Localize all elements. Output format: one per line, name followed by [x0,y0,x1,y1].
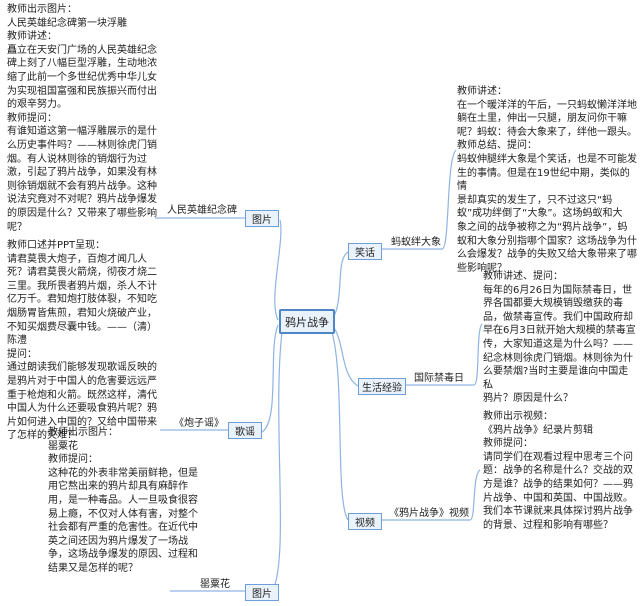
link-center-picture1 [274,219,282,321]
box-joke: 笑话 [348,243,382,260]
note-life: 教师讲述、提问： 每年的6月26日为国际禁毒日，世 界各国都要大规模销毁缴获的毒… [483,271,636,405]
note-video: 教师出示视频： 《鸦片战争》纪录片剪辑 教师提问： 请同学们在观看过程中思考三个… [483,411,633,531]
note-song: 教师口述并PPT呈现： 请君莫畏大炮子，百炮才闻几人 死？请君莫畏火箭烧，彻夜才… [7,240,157,442]
topic-life: 国际禁毒日 [414,373,464,384]
note-picture2: 教师出示图片： 罂粟花 教师提问： 这种花的外表非常美丽鲜艳，但是 用它熬出来的… [48,427,198,574]
box-picture1: 图片 [245,210,279,227]
topic-video: 《鸦片战争》视频 [389,508,469,519]
box-picture2: 图片 [245,584,279,601]
box-song: 歌谣 [228,422,262,439]
link-joke-note [441,149,457,250]
link-center-song [261,324,279,433]
box-video: 视频 [348,513,382,530]
note-picture1: 教师出示图片： 人民英雄纪念碑第一块浮雕 教师讲述： 矗立在天安门广场的人民英雄… [7,4,157,233]
note-joke: 教师讲述： 在一个暖洋洋的午后，一只蚂蚁懒洋洋地 躺在土里，伸出一只腿，朋友问你… [457,86,637,274]
link-center-picture2 [271,331,283,593]
topic-picture2: 罂粟花 [200,579,230,590]
link-life-note [473,323,483,386]
central-topic: 鸦片战争 [279,309,335,334]
link-center-life [331,324,359,387]
topic-joke: 蚂蚁绊大象 [391,237,441,248]
topic-song: 《炮子谣》 [174,418,224,429]
link-video-note [469,469,481,521]
topic-picture1: 人民英雄纪念碑 [167,205,237,216]
box-life: 生活经验 [358,378,406,395]
link-center-video [331,331,349,521]
